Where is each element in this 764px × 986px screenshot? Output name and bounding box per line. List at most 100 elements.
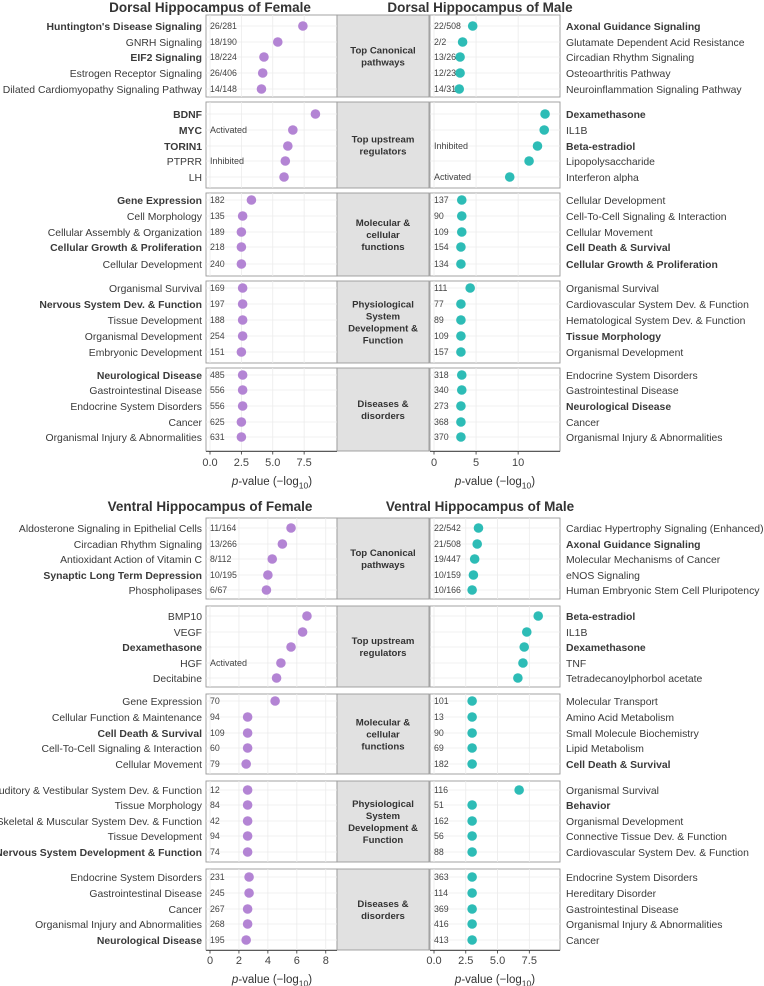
female-point <box>302 611 312 621</box>
female-term-label: TORIN1 <box>164 142 202 153</box>
female-term-label: MYC <box>179 126 203 137</box>
female-point <box>236 259 247 269</box>
female-term-label: EIF2 Signaling <box>130 53 202 64</box>
female-term-label: Endocrine System Disorders <box>70 402 202 413</box>
male-term-label: TNF <box>566 659 586 670</box>
male-tick-label: 10 <box>512 457 524 469</box>
female-term-label: BDNF <box>173 110 202 121</box>
male-point <box>467 831 477 841</box>
male-term-label: IL1B <box>566 126 587 137</box>
male-count-label: 56 <box>434 831 444 841</box>
female-point <box>242 785 253 795</box>
male-term-label: Organismal Survival <box>566 284 659 295</box>
male-term-label: Dexamethasone <box>566 643 646 654</box>
female-count-label: 26/281 <box>210 21 237 31</box>
female-term-label: LH <box>189 173 202 184</box>
female-term-label: HGF <box>180 659 202 670</box>
female-term-label: Cancer <box>169 418 203 429</box>
male-count-label: 157 <box>434 347 449 357</box>
female-term-label: Skeletal & Muscular System Dev. & Functi… <box>0 817 202 828</box>
female-term-label: Cellular Assembly & Organization <box>48 228 202 239</box>
female-point <box>261 585 272 595</box>
male-count-label: 109 <box>434 331 449 341</box>
male-point <box>467 919 477 929</box>
female-point <box>257 68 268 78</box>
male-panel <box>429 14 561 98</box>
female-point <box>241 759 251 769</box>
male-point <box>468 570 479 580</box>
male-point <box>533 611 544 621</box>
male-term-label: Organismal Injury & Abnormalities <box>566 920 723 931</box>
female-count-label: 94 <box>210 712 220 722</box>
male-term-label: Cellular Movement <box>566 228 653 239</box>
female-point <box>236 347 247 357</box>
male-count-label: 114 <box>434 888 448 898</box>
female-point <box>237 331 248 341</box>
male-point <box>467 712 477 722</box>
female-point <box>236 242 247 252</box>
male-point <box>465 283 475 293</box>
female-point <box>236 227 247 237</box>
female-term-label: Huntington's Disease Signaling <box>47 22 202 33</box>
male-count-label: 182 <box>434 759 449 769</box>
male-panel <box>429 280 561 364</box>
male-point <box>456 195 467 205</box>
male-point <box>456 417 466 427</box>
male-term-label: Neuroinflammation Signaling Pathway <box>566 85 742 96</box>
male-term-label: Cell Death & Survival <box>566 760 671 771</box>
female-count-label: 94 <box>210 831 220 841</box>
female-term-label: Gastrointestinal Disease <box>89 889 202 900</box>
category-label: Diseases &disorders <box>357 899 408 922</box>
male-count-label: 77 <box>434 299 444 309</box>
female-count-label: 70 <box>210 696 220 706</box>
female-point <box>236 432 247 442</box>
male-term-label: Interferon alpha <box>566 173 639 184</box>
male-point <box>456 227 467 237</box>
male-point <box>473 523 484 533</box>
male-point <box>456 331 466 341</box>
female-point <box>237 315 248 325</box>
female-point <box>267 554 278 564</box>
male-count-label: 116 <box>434 785 448 795</box>
category-panel <box>336 101 430 189</box>
male-term-label: Beta-estradiol <box>566 612 635 623</box>
female-count-label: 625 <box>210 417 225 427</box>
female-direction-note: Activated <box>210 125 247 135</box>
male-term-label: Cancer <box>566 936 600 947</box>
female-tick-label: 7.5 <box>296 457 311 469</box>
female-term-label: Cellular Development <box>103 260 202 271</box>
female-term-label: Cellular Function & Maintenance <box>52 713 202 724</box>
male-point <box>456 299 466 309</box>
female-point <box>237 283 248 293</box>
male-term-label: Neurological Disease <box>566 402 671 413</box>
female-count-label: 26/406 <box>210 68 237 78</box>
female-tick-label: 0.0 <box>202 457 217 469</box>
male-point <box>454 84 465 94</box>
male-tick-label: 5.0 <box>490 955 505 967</box>
female-count-label: 8/112 <box>210 554 231 564</box>
male-term-label: Cancer <box>566 418 600 429</box>
male-point <box>539 125 550 135</box>
male-point <box>467 728 477 738</box>
male-count-label: 273 <box>434 401 449 411</box>
female-count-label: 6/67 <box>210 585 227 595</box>
female-point <box>310 109 321 119</box>
male-point <box>467 743 477 753</box>
male-count-label: 21/508 <box>434 539 461 549</box>
female-term-label: Circadian Rhythm Signaling <box>74 540 202 551</box>
female-point <box>286 642 296 652</box>
male-term-label: Organismal Development <box>566 817 683 828</box>
female-count-label: 485 <box>210 370 225 380</box>
female-term-label: Gene Expression <box>117 196 202 207</box>
female-term-label: Organismal Development <box>85 332 202 343</box>
female-term-label: Nervous System Dev. & Function <box>39 300 202 311</box>
male-count-label: 51 <box>434 800 444 810</box>
male-point <box>456 401 466 411</box>
category-panel <box>336 280 430 364</box>
male-term-label: Endocrine System Disorders <box>566 371 698 382</box>
female-term-label: VEGF <box>174 628 202 639</box>
